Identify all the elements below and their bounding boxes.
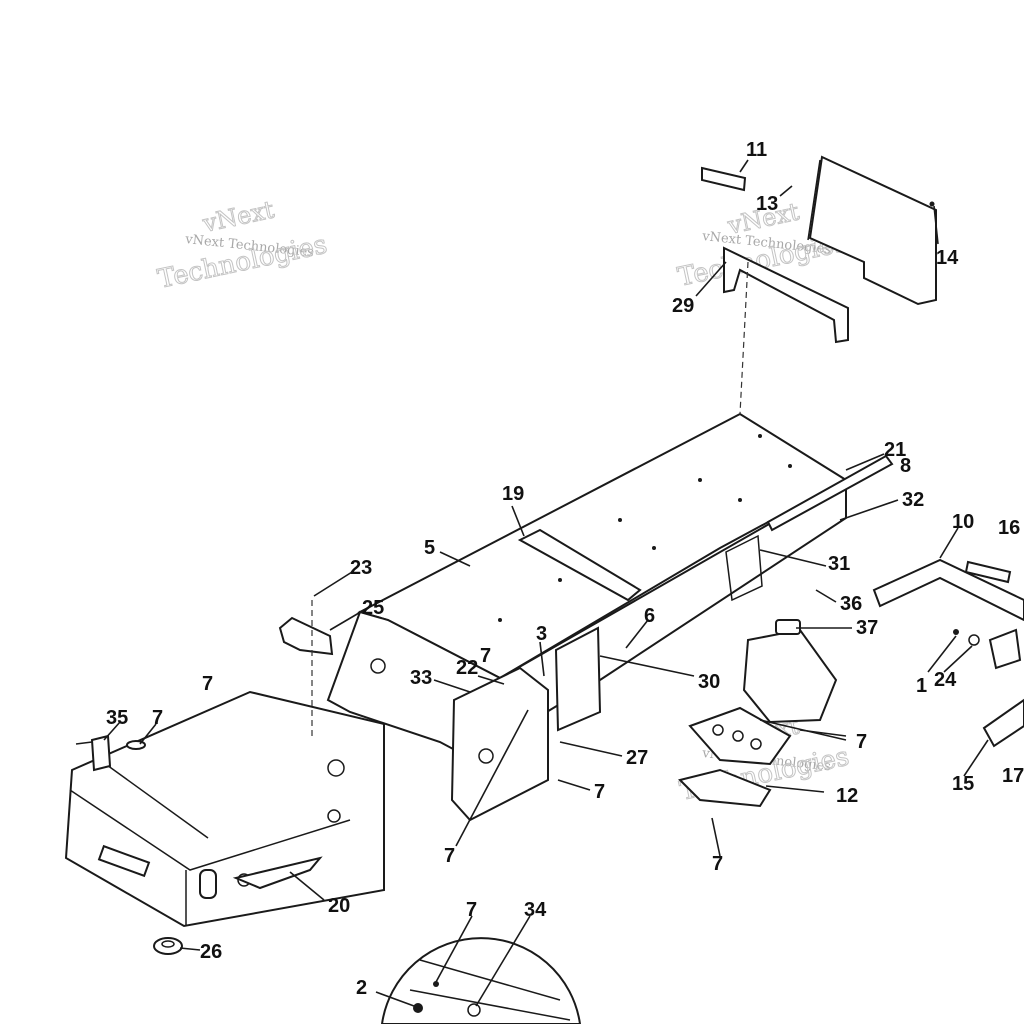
callout-6: 6 [644, 605, 655, 627]
decal-16 [964, 560, 1012, 584]
callout-7-b: 7 [480, 645, 491, 667]
callout-5: 5 [424, 537, 435, 559]
callout-7-d: 7 [856, 731, 867, 753]
callout-13: 13 [756, 193, 778, 215]
tank-37 [742, 628, 838, 724]
callout-12: 12 [836, 785, 858, 807]
bumper-bar [872, 558, 1024, 622]
callout-32: 32 [902, 489, 924, 511]
callout-21: 21 [884, 439, 906, 461]
callout-8: 8 [900, 455, 911, 477]
callout-7-f: 7 [712, 853, 723, 875]
callout-10: 10 [952, 511, 974, 533]
detail-circle [380, 937, 582, 1024]
tank-cap [775, 619, 801, 635]
callout-24: 24 [934, 669, 957, 691]
callout-27: 27 [626, 747, 648, 769]
watermark-text: vNext [199, 195, 277, 238]
bracket-15 [982, 698, 1024, 748]
bracket-25 [278, 616, 334, 656]
callout-7-c: 7 [152, 707, 163, 729]
footrest-frame [64, 690, 385, 928]
callout-37: 37 [856, 617, 878, 639]
callout-23: 23 [350, 557, 372, 579]
callout-34: 34 [524, 899, 547, 921]
callout-30: 30 [698, 671, 720, 693]
callout-36: 36 [840, 593, 862, 615]
callout-2: 2 [356, 977, 367, 999]
callout-19: 19 [502, 483, 524, 505]
washer-24 [968, 634, 980, 646]
callout-1: 1 [916, 675, 927, 697]
callout-31: 31 [828, 553, 850, 575]
callout-7-e: 7 [594, 781, 605, 803]
callout-22: 22 [456, 657, 478, 679]
callout-7-h: 7 [466, 899, 477, 921]
callout-35: 35 [106, 707, 128, 729]
callout-15: 15 [952, 773, 974, 795]
leader-lines [103, 159, 989, 1007]
hinge-pin [75, 741, 93, 745]
callout-25: 25 [362, 597, 384, 619]
clip-plate [988, 628, 1022, 670]
bracket-12 [678, 768, 772, 808]
callout-29: 29 [672, 295, 694, 317]
callout-7-g: 7 [444, 845, 455, 867]
hinge-35 [90, 734, 112, 772]
callout-17: 17 [1002, 765, 1024, 787]
callout-16: 16 [998, 517, 1020, 539]
callout-33: 33 [410, 667, 432, 689]
callout-7-a: 7 [202, 673, 213, 695]
bolt-1 [953, 629, 959, 635]
grommet-26 [153, 937, 183, 955]
assembly-line [739, 261, 749, 415]
main-frame [326, 412, 894, 822]
shield-bracket [723, 246, 849, 344]
screw-14 [929, 201, 935, 207]
decal-strip [701, 166, 747, 192]
watermark-left: vNext vNext Technologies Technologies [155, 195, 331, 295]
callout-26: 26 [200, 941, 222, 963]
callout-11: 11 [746, 139, 767, 161]
callout-3: 3 [536, 623, 547, 645]
callout-labels: 11 13 14 29 21 8 19 32 10 16 5 31 23 36 … [106, 139, 1024, 999]
callout-20: 20 [328, 895, 350, 917]
rear-shield-plate [807, 155, 937, 306]
callout-14: 14 [936, 247, 959, 269]
